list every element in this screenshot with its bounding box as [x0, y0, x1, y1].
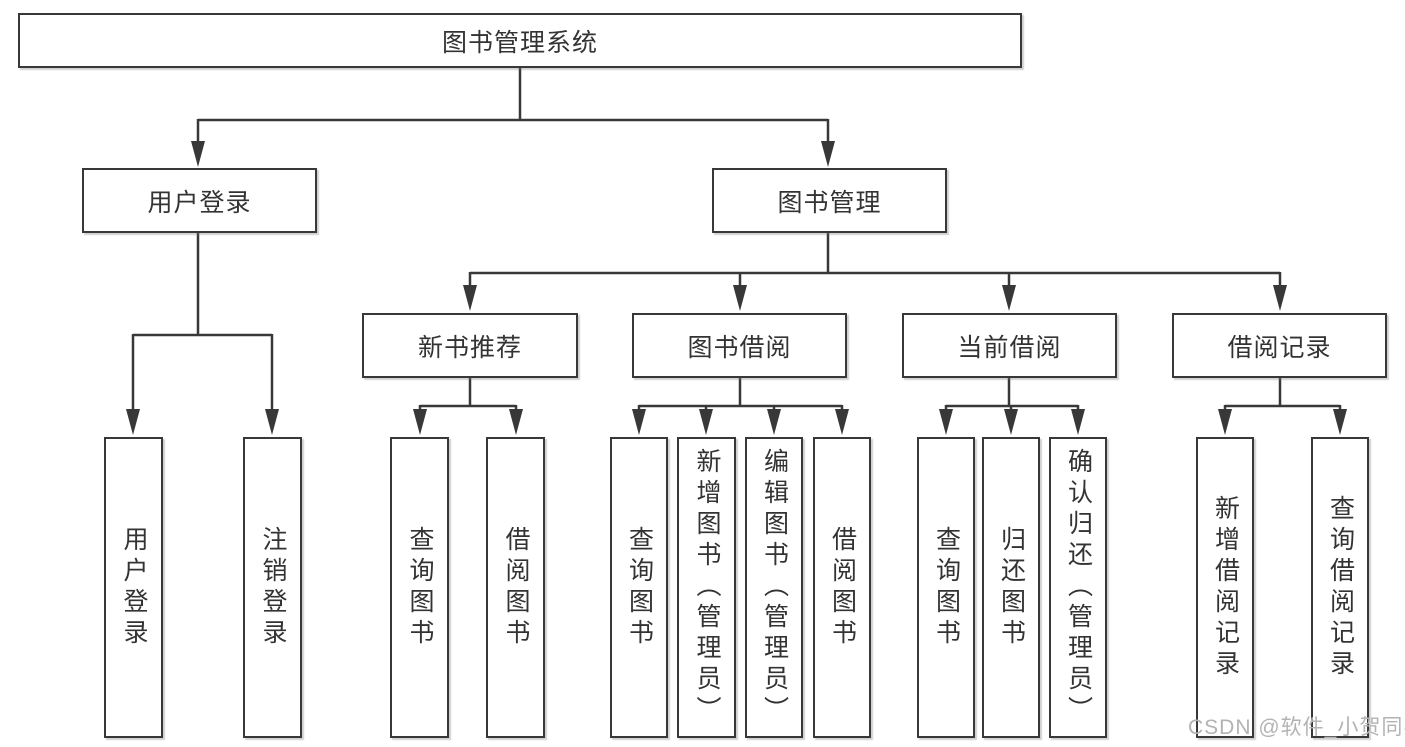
leaf-edit-books-admin: 编辑图书（管理员） [745, 437, 803, 738]
watermark: CSDN @软件_小贺同学 [1188, 716, 1405, 739]
leaf-query-borrow-record-label: 查询借阅记录 [1326, 494, 1355, 681]
leaf-query-books-recommend-label: 查询图书 [406, 525, 434, 650]
leaf-confirm-return-admin-label: 确认归还（管理员） [1064, 448, 1093, 727]
node-book-borrowing-label: 图书借阅 [687, 333, 792, 362]
leaf-add-borrow-record-label: 新增借阅记录 [1211, 494, 1240, 681]
node-root: 图书管理系统 [18, 13, 1022, 68]
leaf-edit-books-admin-label: 编辑图书（管理员） [760, 448, 789, 727]
leaf-user-login-label: 用户登录 [120, 525, 148, 650]
leaf-add-books-admin-label: 新增图书（管理员） [693, 448, 721, 727]
node-user-login: 用户登录 [82, 168, 317, 233]
leaf-logout-label: 注销登录 [259, 525, 287, 650]
leaf-query-books-recommend: 查询图书 [390, 437, 449, 738]
leaf-query-books-borrowing-label: 查询图书 [625, 525, 654, 650]
leaf-query-borrow-record: 查询借阅记录 [1311, 437, 1369, 738]
leaf-borrow-books-borrowing-label: 借阅图书 [828, 525, 857, 650]
leaf-user-login: 用户登录 [104, 437, 163, 738]
leaf-logout: 注销登录 [243, 437, 302, 738]
leaf-borrow-books-recommend: 借阅图书 [486, 437, 545, 738]
node-book-management-label: 图书管理 [777, 188, 882, 217]
node-borrowing-records: 借阅记录 [1172, 313, 1387, 378]
node-user-login-label: 用户登录 [147, 188, 252, 217]
arrowheads [126, 141, 1347, 435]
node-book-management: 图书管理 [712, 168, 947, 233]
leaf-return-books: 归还图书 [982, 437, 1040, 738]
node-book-borrowing: 图书借阅 [632, 313, 847, 378]
node-new-book-recommendation: 新书推荐 [362, 313, 578, 378]
node-root-label: 图书管理系统 [441, 28, 598, 57]
leaf-add-books-admin: 新增图书（管理员） [677, 437, 736, 738]
leaf-query-books-current-label: 查询图书 [932, 525, 961, 650]
node-borrowing-records-label: 借阅记录 [1227, 333, 1332, 362]
leaf-borrow-books-recommend-label: 借阅图书 [502, 525, 530, 650]
leaf-query-books-current: 查询图书 [917, 437, 975, 738]
node-current-borrowing: 当前借阅 [902, 313, 1117, 378]
node-new-book-recommendation-label: 新书推荐 [417, 333, 522, 362]
node-current-borrowing-label: 当前借阅 [957, 333, 1062, 362]
leaf-confirm-return-admin: 确认归还（管理员） [1049, 437, 1107, 738]
leaf-add-borrow-record: 新增借阅记录 [1196, 437, 1254, 738]
leaf-return-books-label: 归还图书 [997, 525, 1026, 650]
leaf-borrow-books-borrowing: 借阅图书 [813, 437, 871, 738]
leaf-query-books-borrowing: 查询图书 [610, 437, 668, 738]
